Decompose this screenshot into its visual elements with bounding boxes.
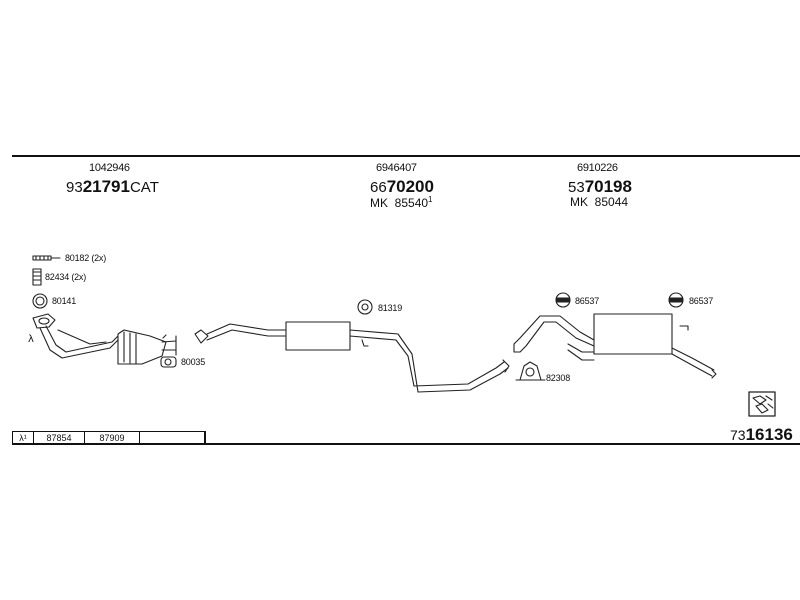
group2-ref: 6946407 — [376, 162, 417, 174]
group2-mk: MK 855401 — [370, 195, 433, 210]
top-rule — [12, 155, 800, 157]
group1-code-prefix: 93 — [66, 179, 83, 196]
middle-silencer — [194, 321, 510, 393]
group1-code: 9321791CAT — [66, 178, 159, 195]
group3-code-prefix: 53 — [568, 179, 585, 196]
label-82308: 82308 — [546, 373, 571, 383]
group3-code: 5370198 — [568, 178, 632, 195]
group2-code: 6670200 — [370, 178, 434, 195]
clamp-icon — [515, 361, 546, 381]
group3-mk-label: MK — [570, 195, 588, 209]
group2-mk-label: MK — [370, 196, 388, 210]
table-cell-lambda: λ¹ — [13, 432, 34, 444]
front-pipe-catalyst — [32, 313, 177, 365]
group3-mk: MK 85044 — [570, 196, 628, 208]
flange-gasket-icon — [160, 356, 177, 368]
table-cell-empty — [140, 432, 205, 444]
group1-code-suffix: CAT — [129, 179, 159, 196]
hanger-rubber-icon — [668, 292, 684, 308]
label-82434: 82434 (2x) — [45, 272, 87, 282]
label-86537-left: 86537 — [575, 296, 600, 306]
group2-mk-sup: 1 — [428, 195, 433, 204]
rear-silencer — [513, 313, 717, 379]
hanger-rubber-icon — [555, 292, 571, 308]
lambda-sensor-label: λ — [28, 334, 34, 345]
label-86537-right: 86537 — [689, 296, 714, 306]
group3-code-bold: 70198 — [584, 177, 632, 196]
sensor-table: λ¹ 87854 87909 — [12, 431, 206, 444]
gasket-ring-icon — [32, 293, 48, 309]
label-81319: 81319 — [378, 303, 403, 313]
spring-icon — [32, 268, 42, 286]
group1-code-bold: 21791 — [82, 177, 130, 196]
group2-code-bold: 70200 — [386, 177, 434, 196]
diagram-number: 7316136 — [730, 425, 793, 445]
bolt-icon — [32, 255, 61, 261]
diagram-number-bold: 16136 — [745, 425, 793, 444]
group2-mk-number: 85540 — [394, 196, 429, 210]
bottom-rule — [12, 443, 800, 445]
table-cell-87854: 87854 — [34, 432, 85, 444]
label-80035: 80035 — [181, 357, 206, 367]
table-cell-87909: 87909 — [85, 432, 140, 444]
label-80141: 80141 — [52, 296, 77, 306]
group3-mk-number: 85044 — [594, 195, 629, 209]
group1-ref: 1042946 — [89, 162, 130, 174]
diagram-number-prefix: 73 — [730, 427, 746, 443]
hanger-rubber-icon — [357, 299, 373, 315]
group2-code-prefix: 66 — [370, 179, 387, 196]
info-legend-icon — [748, 391, 776, 417]
group3-ref: 6910226 — [577, 162, 618, 174]
label-80182: 80182 (2x) — [65, 253, 107, 263]
